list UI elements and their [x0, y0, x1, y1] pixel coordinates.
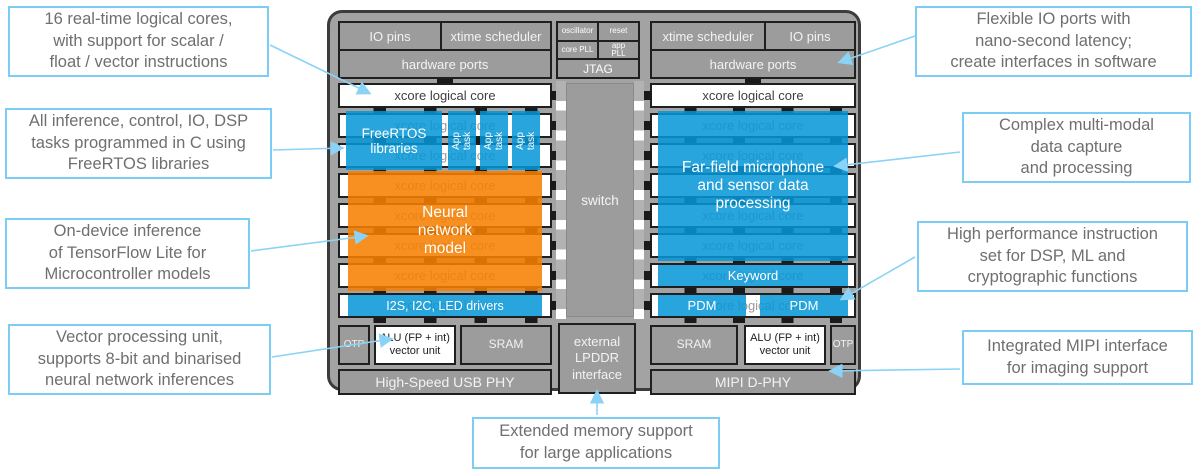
sram-block: SRAM: [460, 325, 552, 365]
callout-vector-unit: Vector processing unit, supports 8-bit a…: [8, 324, 271, 395]
io-pins-block: IO pins: [764, 23, 854, 49]
otp-block: OTP: [830, 325, 856, 365]
neural-network-model-overlay: Neural network model: [348, 171, 542, 291]
callout-tensorflow: On-device inference of TensorFlow Lite f…: [5, 218, 250, 289]
mipi-dphy-block: MIPI D-PHY: [650, 369, 856, 395]
switch-block: switch: [566, 83, 634, 317]
connector-tab: [437, 79, 453, 85]
xtime-scheduler-block: xtime scheduler: [652, 23, 764, 49]
pdm-overlay: PDM: [658, 295, 746, 316]
xcore-logical-core-row: xcore logical core: [643, 83, 856, 113]
pdm-overlay: PDM: [760, 295, 848, 316]
keyword-overlay: Keyword: [658, 265, 848, 286]
oscillator-block: oscillator: [558, 23, 597, 40]
system-tile: oscillator reset core PLL app PLL JTAG: [556, 21, 640, 79]
jtag-block: JTAG: [558, 60, 638, 77]
external-lpddr-interface-block: external LPDDR interface: [558, 323, 636, 394]
sram-block: SRAM: [650, 325, 738, 365]
xcore-logical-core-row: xcore logical core: [338, 83, 559, 113]
core-pll-block: core PLL: [558, 41, 597, 59]
tile1-core-rows: xcore logical core xcore logical core xc…: [643, 83, 856, 323]
xlink-strip: [556, 81, 566, 319]
callout-memory: Extended memory support for large applic…: [472, 417, 720, 469]
callout-logical-cores: 16 real-time logical cores, with support…: [8, 6, 269, 77]
reset-block: reset: [597, 23, 638, 40]
callout-freertos: All inference, control, IO, DSP tasks pr…: [5, 108, 272, 179]
left-io-tile: IO pins xtime scheduler hardware ports: [338, 21, 552, 79]
alu-vector-unit-block: ALU (FP + int) vector unit: [374, 325, 456, 365]
tile0-core-rows: xcore logical core xcore logical core xc…: [338, 83, 559, 323]
usb-phy-block: High-Speed USB PHY: [338, 369, 552, 395]
xtime-scheduler-block: xtime scheduler: [440, 23, 550, 49]
otp-block: OTP: [338, 325, 370, 365]
chip-package: IO pins xtime scheduler hardware ports o…: [327, 10, 861, 395]
freertos-libraries-overlay: FreeRTOS libraries: [346, 111, 442, 170]
hardware-ports-block: hardware ports: [340, 51, 550, 77]
app-task-overlay: App task: [512, 111, 540, 170]
i2s-i2c-led-drivers-overlay: I2S, I2C, LED drivers: [348, 295, 542, 316]
callout-instruction-set: High performance instruction set for DSP…: [917, 221, 1188, 292]
right-io-tile: xtime scheduler IO pins hardware ports: [650, 21, 856, 79]
farfield-processing-overlay: Far-field microphone and sensor data pro…: [658, 111, 848, 261]
callout-io-ports: Flexible IO ports with nano-second laten…: [915, 6, 1192, 77]
io-pins-block: IO pins: [340, 23, 440, 49]
connector-tab: [745, 79, 761, 85]
callout-mipi: Integrated MIPI interface for imaging su…: [962, 330, 1193, 385]
app-pll-block: app PLL: [597, 41, 638, 59]
app-task-overlay: App task: [480, 111, 508, 170]
app-task-overlay: App task: [448, 111, 476, 170]
xlink-strip: [634, 81, 644, 319]
hardware-ports-block: hardware ports: [652, 51, 854, 77]
callout-multimodal: Complex multi-modal data capture and pro…: [962, 112, 1191, 183]
alu-vector-unit-block: ALU (FP + int) vector unit: [744, 325, 826, 365]
